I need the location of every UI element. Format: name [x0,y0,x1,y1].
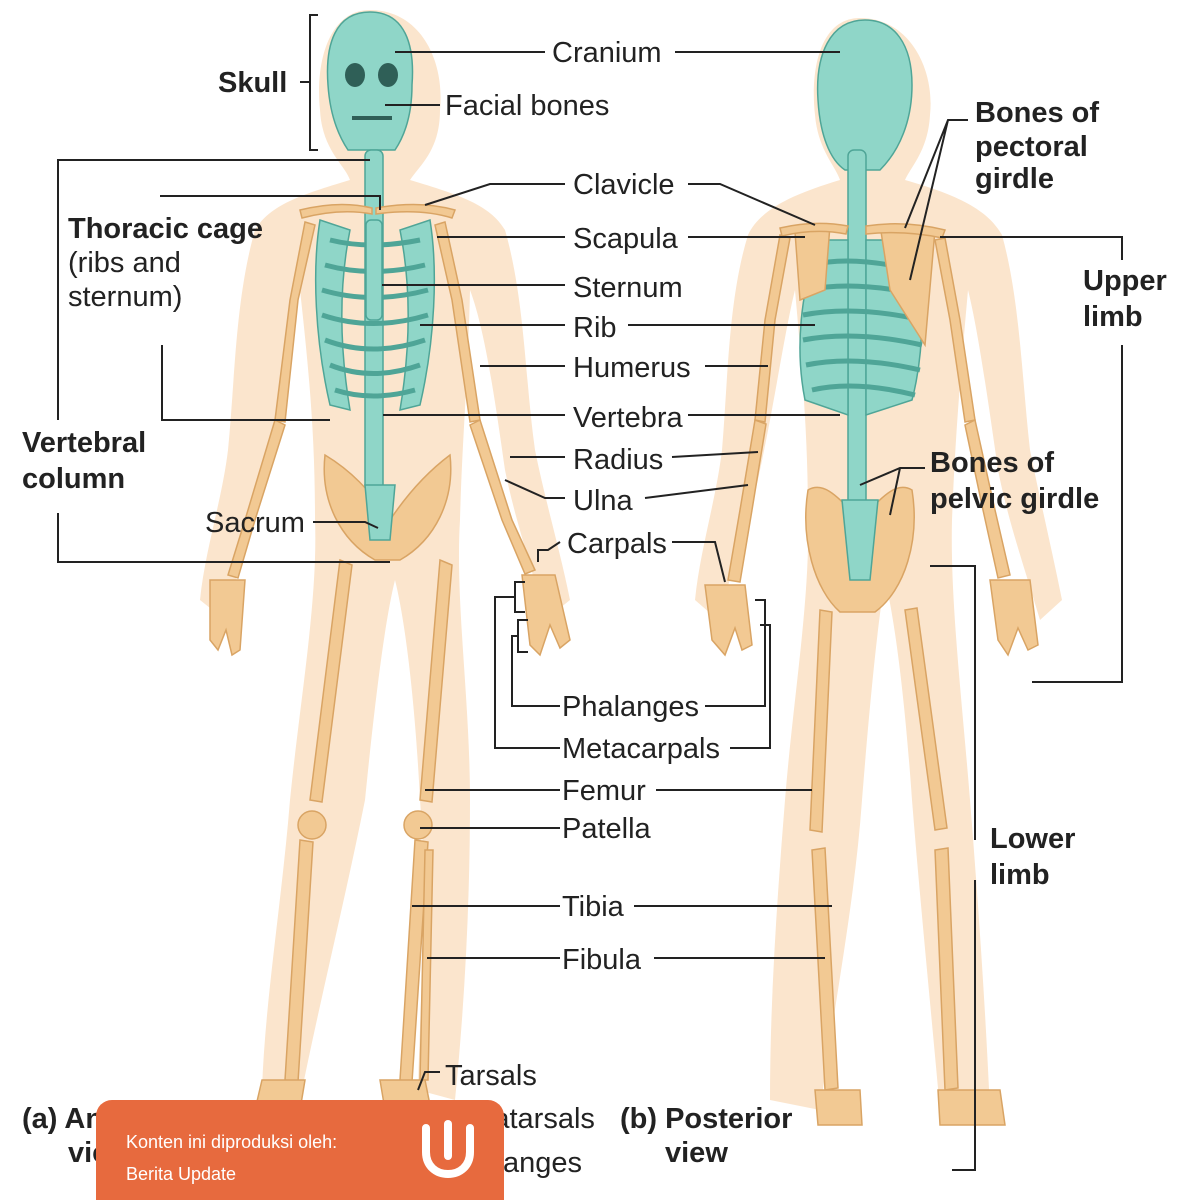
label-tibia: Tibia [562,891,625,923]
label-thoracic-cage: Thoracic cage [68,213,263,245]
label-tarsals: Tarsals [445,1060,537,1092]
right-tibia-posterior [934,847,959,1091]
label-metacarpals: Metacarpals [562,733,720,765]
sacrum-bone [364,484,396,541]
right-humerus [434,221,481,423]
label-vertebral-column-1: Vertebral [22,427,146,459]
label-ulna: Ulna [573,485,634,517]
label-thoracic-cage-sub2: sternum) [68,281,182,313]
label-patella: Patella [562,813,652,845]
labels: Skull Cranium Facial bones Clavicle Scap… [22,37,1167,1179]
posterior-figure [695,18,1062,1126]
label-scapula: Scapula [573,223,679,255]
right-femur [419,558,453,803]
label-phalanges: Phalanges [562,691,699,723]
banner-line-1: Konten ini diproduksi oleh: [126,1132,338,1152]
label-posterior-view-1: (b) Posterior [620,1103,792,1135]
right-forearm-posterior [964,418,1011,579]
label-sacrum: Sacrum [205,507,305,539]
brand-logo-icon [422,1120,474,1179]
left-femur [309,558,353,803]
label-pectoral-girdle-2: pectoral [975,131,1088,163]
right-femur-posterior [904,607,948,831]
left-hand [209,579,246,657]
label-lower-limb-2: limb [990,859,1050,891]
label-pectoral-girdle-1: Bones of [975,97,1099,129]
sternum-bone [365,219,383,321]
left-tibia-posterior [811,847,839,1091]
right-clavicle [375,203,456,219]
label-sternum: Sternum [573,272,683,304]
left-hand-posterior [704,584,753,657]
anterior-figure [200,10,571,1111]
right-patella [403,810,433,840]
label-vertebra: Vertebra [573,402,683,434]
label-carpals: Carpals [567,528,667,560]
leader-lines [57,14,1123,1171]
label-pectoral-girdle-3: girdle [975,163,1054,195]
left-forearm-posterior [727,418,767,583]
label-clavicle: Clavicle [573,169,675,201]
label-pelvic-girdle-1: Bones of [930,447,1054,479]
left-clavicle-posterior [779,222,849,237]
banner-line-2: Berita Update [126,1164,237,1184]
label-rib: Rib [573,312,617,344]
right-foot-posterior [937,1089,1006,1126]
left-humerus [274,221,316,423]
label-fibula: Fibula [562,944,642,976]
label-radius: Radius [573,444,663,476]
label-humerus: Humerus [573,352,691,384]
right-fibula [419,849,434,1081]
anterior-skull [326,11,414,151]
left-patella [297,810,327,840]
label-upper-limb-1: Upper [1083,265,1167,297]
label-pelvic-girdle-2: pelvic girdle [930,483,1099,515]
label-skull: Skull [218,67,287,99]
anterior-rib-cage [314,219,436,412]
right-hand-posterior [989,579,1039,657]
right-hand [521,574,571,657]
right-humerus-posterior [934,237,976,423]
left-clavicle [299,203,373,219]
left-forearm [227,418,286,579]
right-forearm [469,418,537,575]
label-upper-limb-2: limb [1083,301,1143,333]
left-femur-posterior [809,609,833,833]
left-eye-socket [345,63,365,87]
posterior-sacrum [841,499,879,581]
label-facial-bones: Facial bones [445,90,609,122]
label-lower-limb-1: Lower [990,823,1075,855]
posterior-skull [816,19,913,171]
right-eye-socket [378,63,398,87]
label-cranium: Cranium [552,37,662,69]
left-foot-posterior [814,1089,863,1126]
label-posterior-view-2: view [665,1137,728,1169]
label-thoracic-cage-sub1: (ribs and [68,247,181,279]
content-producer-banner[interactable]: Konten ini diproduksi oleh: Berita Updat… [96,1100,504,1200]
label-vertebral-column-2: column [22,463,125,495]
label-femur: Femur [562,775,646,807]
